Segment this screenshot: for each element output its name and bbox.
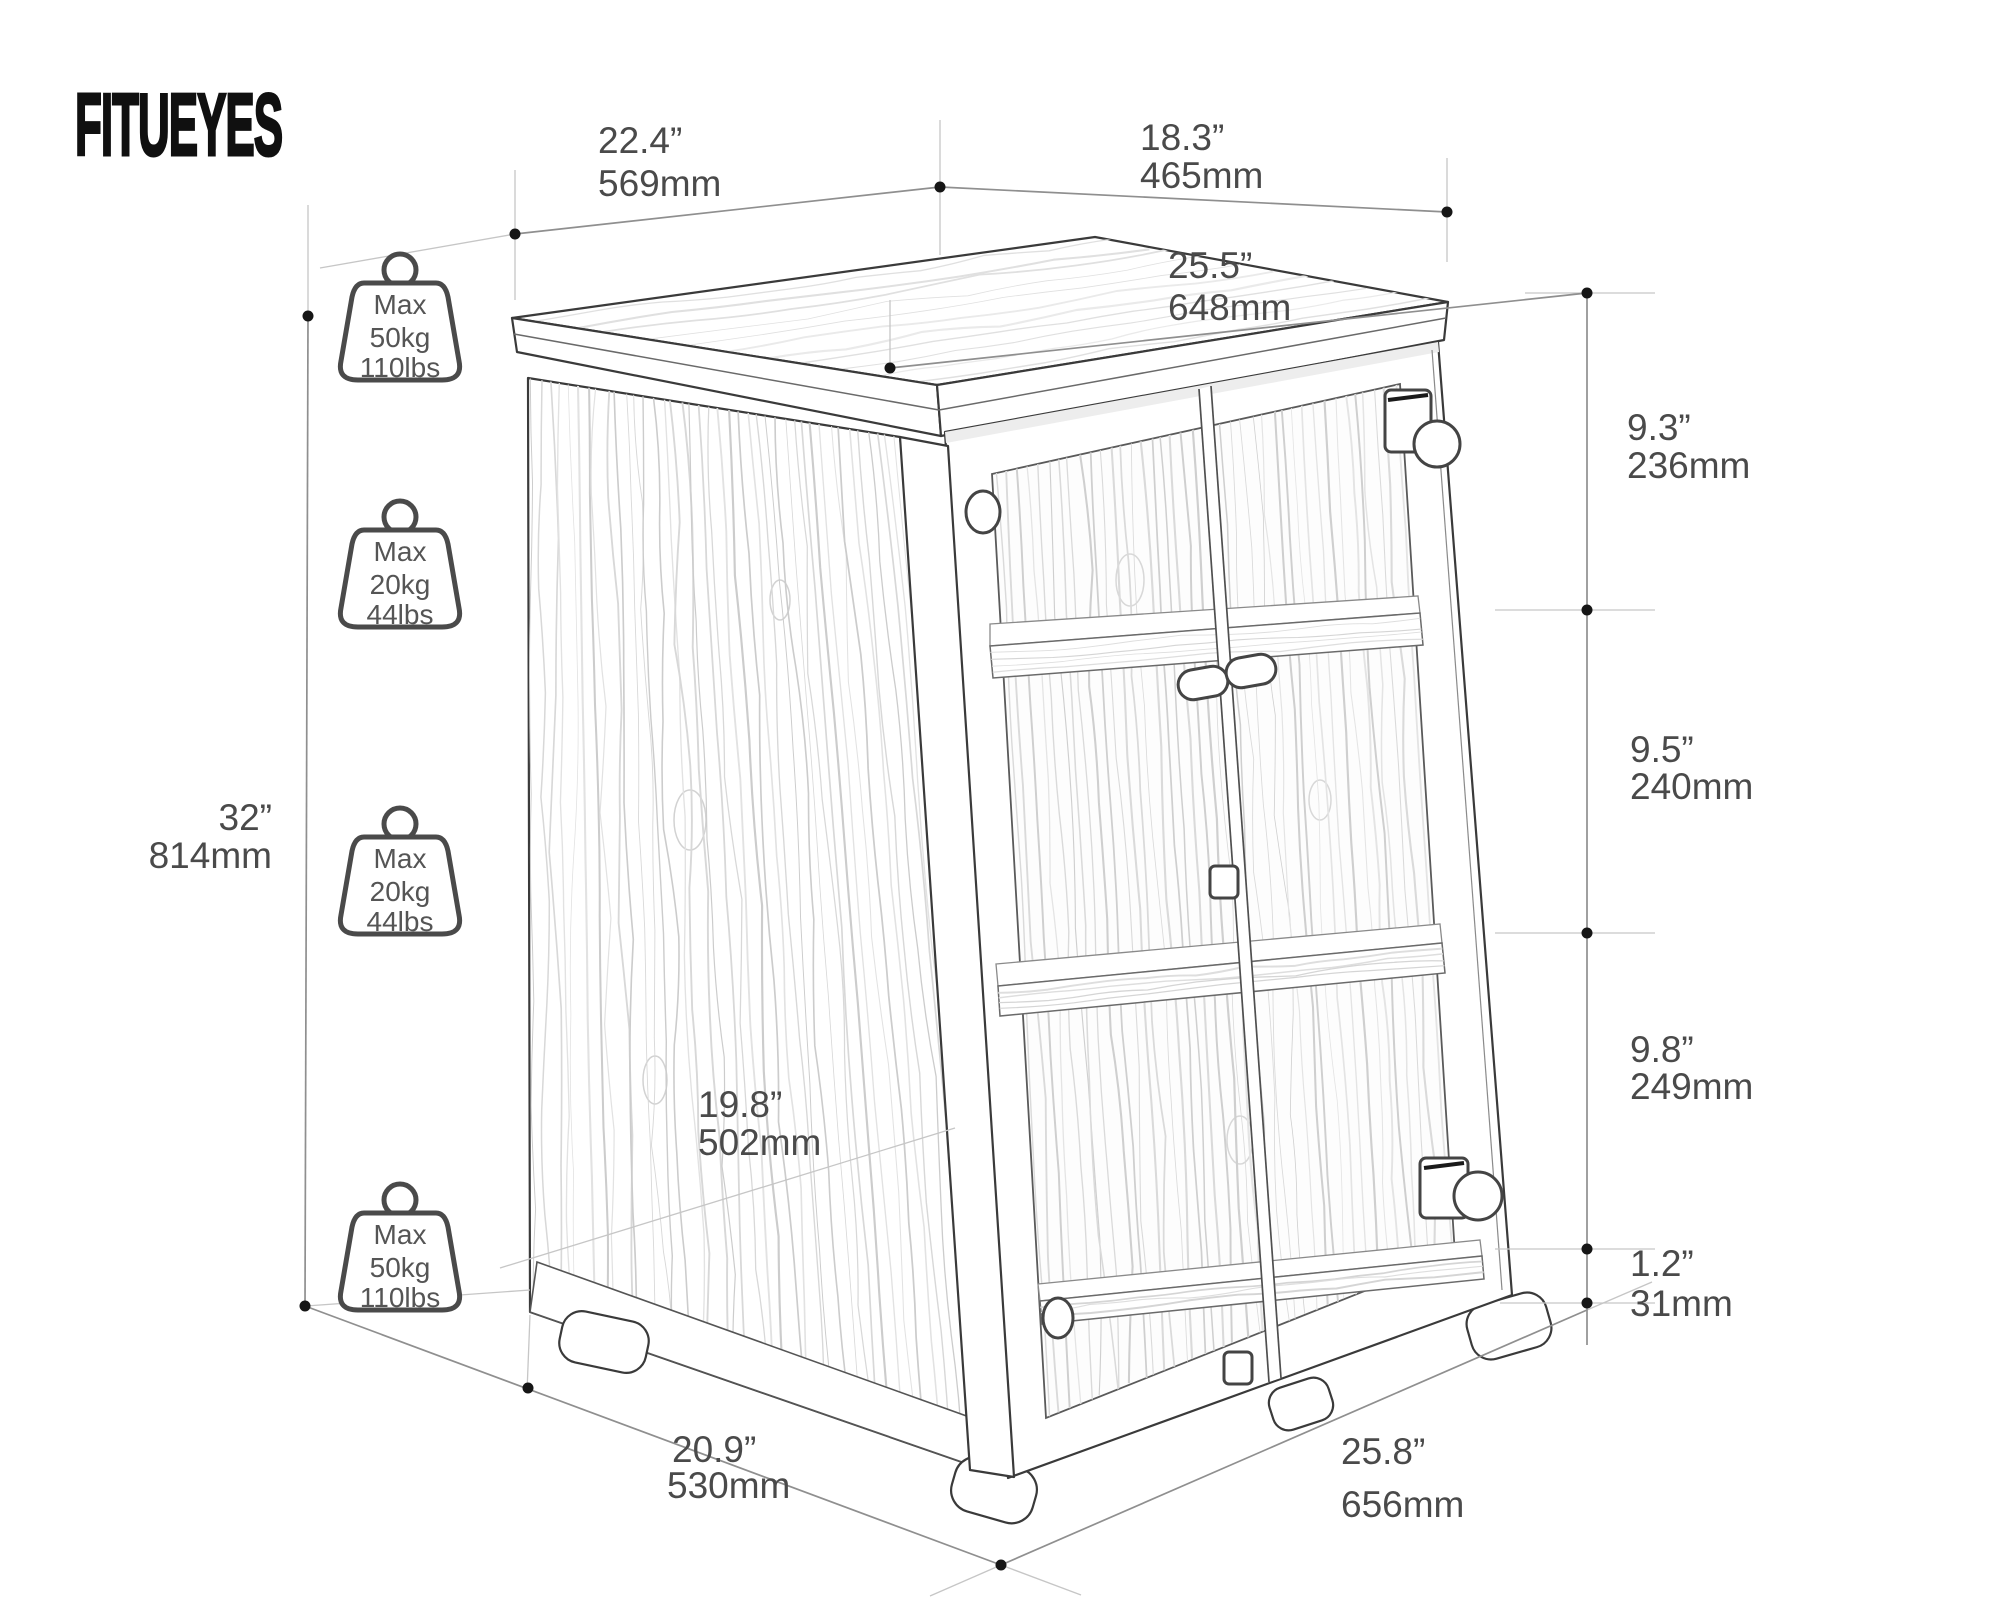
molding-edge-line: [938, 317, 1447, 411]
dim-label-top-depth-mm: 569mm: [598, 163, 721, 204]
inner-depth-guide: [499, 1127, 956, 1269]
dim-label-top-width-mm: 465mm: [1140, 155, 1263, 196]
dim-label-section-low-in: 9.8”: [1630, 1029, 1694, 1070]
weight-max-label: Max: [374, 536, 427, 567]
hinge-seam-low-icon: [1222, 1350, 1254, 1386]
cabinet-foot-front-mid: [1267, 1376, 1335, 1432]
dim-label-total-height-in: 32”: [219, 797, 272, 838]
dimension-labels: 22.4” 569mm 18.3” 465mm 25.5” 648mm 9.3”…: [149, 117, 1754, 1525]
brand-logo-group: FITUEYES: [74, 74, 284, 175]
molding-edge-line: [513, 333, 940, 411]
dim-label-front-width-in: 25.5”: [1168, 245, 1252, 286]
dim-label-inner-depth-in: 19.8”: [698, 1084, 782, 1125]
wood-grain-back-panel: [995, 384, 1454, 1417]
hinge-bottom-cap: [1452, 1170, 1504, 1222]
shelf-middle: [995, 923, 1446, 1017]
shelf-upper: [989, 595, 1424, 679]
weight-lbs-label: 110lbs: [360, 352, 440, 383]
weight-kg-label: 50kg: [370, 322, 431, 353]
weight-kg-label: 20kg: [370, 876, 431, 907]
weight-kg-label: 50kg: [370, 1252, 431, 1283]
dim-label-section-mid-in: 9.5”: [1630, 729, 1694, 770]
door-knob-lower-left: [1041, 1296, 1075, 1340]
dim-label-bottom-width-in: 25.8”: [1341, 1431, 1425, 1472]
hinge-top-cap: [1412, 419, 1462, 469]
dimension-point: [1581, 604, 1593, 616]
dimension-lines: [299, 120, 1655, 1597]
door-seam-gap: [1199, 386, 1281, 1382]
dim-label-base-height-in: 1.2”: [1630, 1243, 1694, 1284]
door-knob-center-right: [1224, 652, 1278, 690]
weight-kg-label: 20kg: [370, 569, 431, 600]
front-left-post: [898, 435, 1016, 1479]
dim-label-top-depth-in: 22.4”: [598, 120, 682, 161]
wood-knot: [769, 579, 791, 621]
dim-label-front-width-mm: 648mm: [1168, 287, 1291, 328]
wood-grain-top: [533, 238, 1432, 383]
dimension-point: [995, 1559, 1007, 1571]
dimension-point: [1581, 1297, 1593, 1309]
dimension-point: [1581, 287, 1593, 299]
weight-max-label: Max: [374, 1219, 427, 1250]
wood-knot: [1308, 779, 1332, 821]
door-hardware: [964, 388, 1504, 1386]
wood-knot: [673, 789, 707, 851]
dim-label-section-mid-mm: 240mm: [1630, 766, 1753, 807]
dimension-point: [1581, 1243, 1593, 1255]
dim-label-section-low-mm: 249mm: [1630, 1066, 1753, 1107]
top-shadow: [945, 342, 1439, 443]
dimension-point: [884, 362, 896, 374]
dim-line-bottom-width: [1000, 1309, 1588, 1566]
weight-icon-bottom-shelf: Max 50kg 110lbs: [337, 1181, 463, 1313]
wood-knot: [1115, 553, 1145, 607]
dim-line-top-width: [939, 186, 1448, 213]
dim-label-bottom-width-mm: 656mm: [1341, 1484, 1464, 1525]
dim-label-bottom-depth-in: 20.9”: [672, 1429, 756, 1470]
dim-label-base-height-mm: 31mm: [1630, 1283, 1733, 1324]
dimension-point: [1441, 206, 1453, 218]
dimension-point: [522, 1382, 534, 1394]
dimension-point: [299, 1300, 311, 1312]
dimension-point: [1581, 927, 1593, 939]
hinge-detail: [1423, 1161, 1465, 1170]
dimension-point: [509, 228, 521, 240]
dimension-point: [302, 310, 314, 322]
dim-label-total-height-mm: 814mm: [149, 835, 272, 876]
load-rating-icons: Max 50kg 110lbs Max 20kg 44lbs Max 20kg …: [337, 251, 463, 1313]
dim-label-section-top-in: 9.3”: [1627, 407, 1691, 448]
cabinet-drawing: [510, 235, 1553, 1525]
dim-label-top-width-in: 18.3”: [1140, 117, 1224, 158]
wood-grain-side: [529, 378, 999, 1476]
dim-line-top-depth: [514, 186, 941, 235]
weight-lbs-label: 44lbs: [367, 906, 434, 937]
dim-label-inner-depth-mm: 502mm: [698, 1122, 821, 1163]
dim-line-bottom-depth: [304, 1305, 1002, 1566]
hinge-detail: [1387, 393, 1429, 402]
hinge-seam-mid-icon: [1208, 864, 1240, 900]
right-frame-inner-line: [1431, 349, 1503, 1291]
weight-icon-upper-shelf: Max 20kg 44lbs: [337, 498, 463, 630]
dim-line-total-height: [304, 315, 309, 1307]
weight-icon-top: Max 50kg 110lbs: [337, 251, 463, 383]
weight-max-label: Max: [374, 843, 427, 874]
weight-max-label: Max: [374, 289, 427, 320]
cabinet-foot-back-left: [558, 1310, 650, 1374]
weight-lbs-label: 110lbs: [360, 1282, 440, 1313]
weight-lbs-label: 44lbs: [367, 599, 434, 630]
weight-icon-middle-shelf: Max 20kg 44lbs: [337, 805, 463, 937]
right-door-edge: [1210, 385, 1282, 1379]
dimension-point: [934, 181, 946, 193]
dim-label-bottom-depth-mm: 530mm: [667, 1465, 790, 1506]
dim-line-front-width: [889, 292, 1588, 369]
dim-label-section-top-mm: 236mm: [1627, 445, 1750, 486]
brand-logo: FITUEYES: [75, 75, 282, 174]
top-molding-right: [935, 300, 1450, 438]
door-knob-upper-left: [964, 489, 1002, 535]
